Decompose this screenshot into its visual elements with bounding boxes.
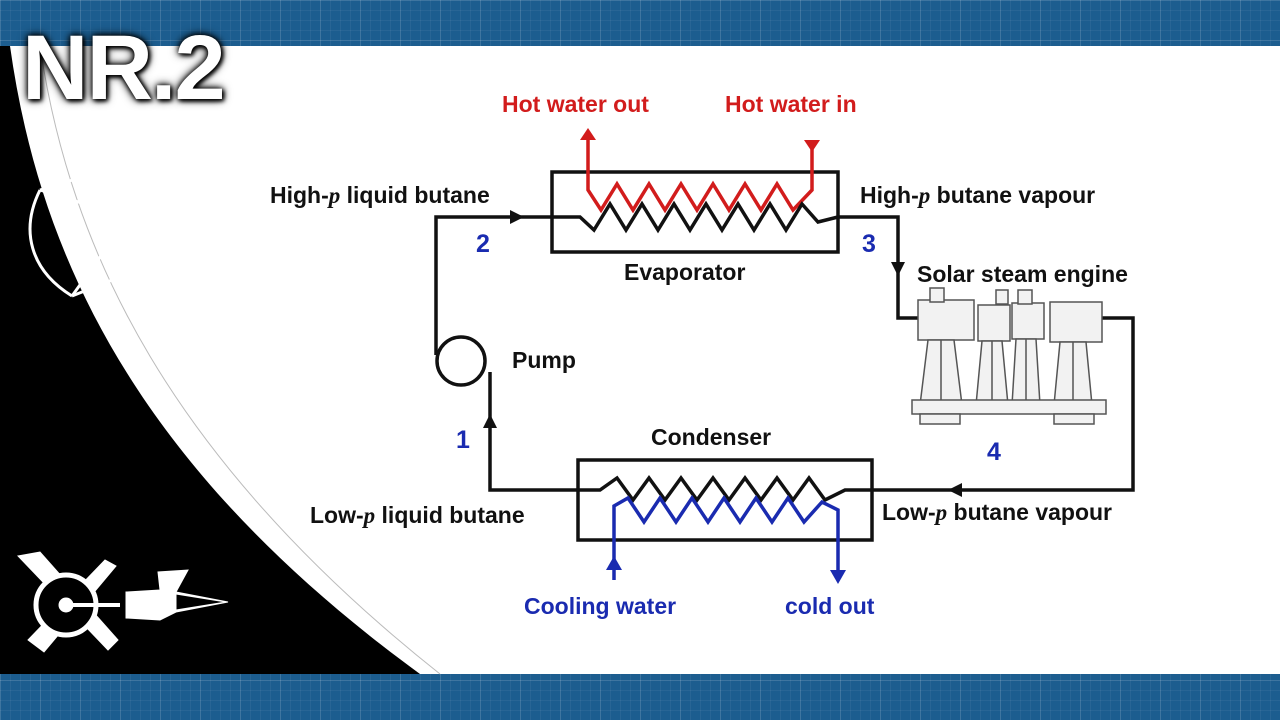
high-p-liquid-butane-label: High-p liquid butane — [270, 182, 490, 208]
solar-steam-engine-label: Solar steam engine — [917, 261, 1128, 287]
airplane-icon — [16, 551, 229, 653]
cold-out-label: cold out — [785, 593, 875, 619]
steam-engine-machine-icon — [911, 287, 1107, 425]
condenser-cooling-coil — [612, 494, 840, 580]
hot-water-in-label: Hot water in — [725, 91, 857, 117]
evaporator-butane-coil — [552, 200, 839, 234]
high-p-butane-vapour-label: High-p butane vapour — [860, 182, 1095, 208]
low-p-liquid-butane-label: Low-p liquid butane — [310, 502, 525, 528]
condenser-box — [576, 458, 874, 584]
left-black-swoosh — [0, 46, 420, 674]
flow-arrows — [483, 210, 962, 497]
engine-schematic-icon — [190, 224, 259, 282]
dish-collector-icon — [28, 148, 201, 298]
evaporator-box — [550, 128, 840, 254]
state-point-3: 3 — [862, 230, 876, 258]
state-point-1: 1 — [456, 426, 470, 454]
condenser-butane-coil — [578, 475, 872, 503]
hot-water-out-label: Hot water out — [502, 91, 649, 117]
swoosh-edge-line — [39, 45, 441, 675]
sun-icon — [141, 124, 204, 188]
evaporator-hot-coil — [586, 140, 814, 214]
evaporator-label: Evaporator — [624, 259, 745, 285]
episode-badge: NR.2 — [22, 17, 226, 119]
state-point-4: 4 — [987, 438, 1001, 466]
cooling-water-label: Cooling water — [524, 593, 676, 619]
pump-symbol — [435, 335, 487, 387]
condenser-label: Condenser — [651, 424, 771, 450]
state-point-2: 2 — [476, 230, 490, 258]
pump-label: Pump — [512, 347, 576, 373]
low-p-butane-vapour-label: Low-p butane vapour — [882, 499, 1112, 525]
